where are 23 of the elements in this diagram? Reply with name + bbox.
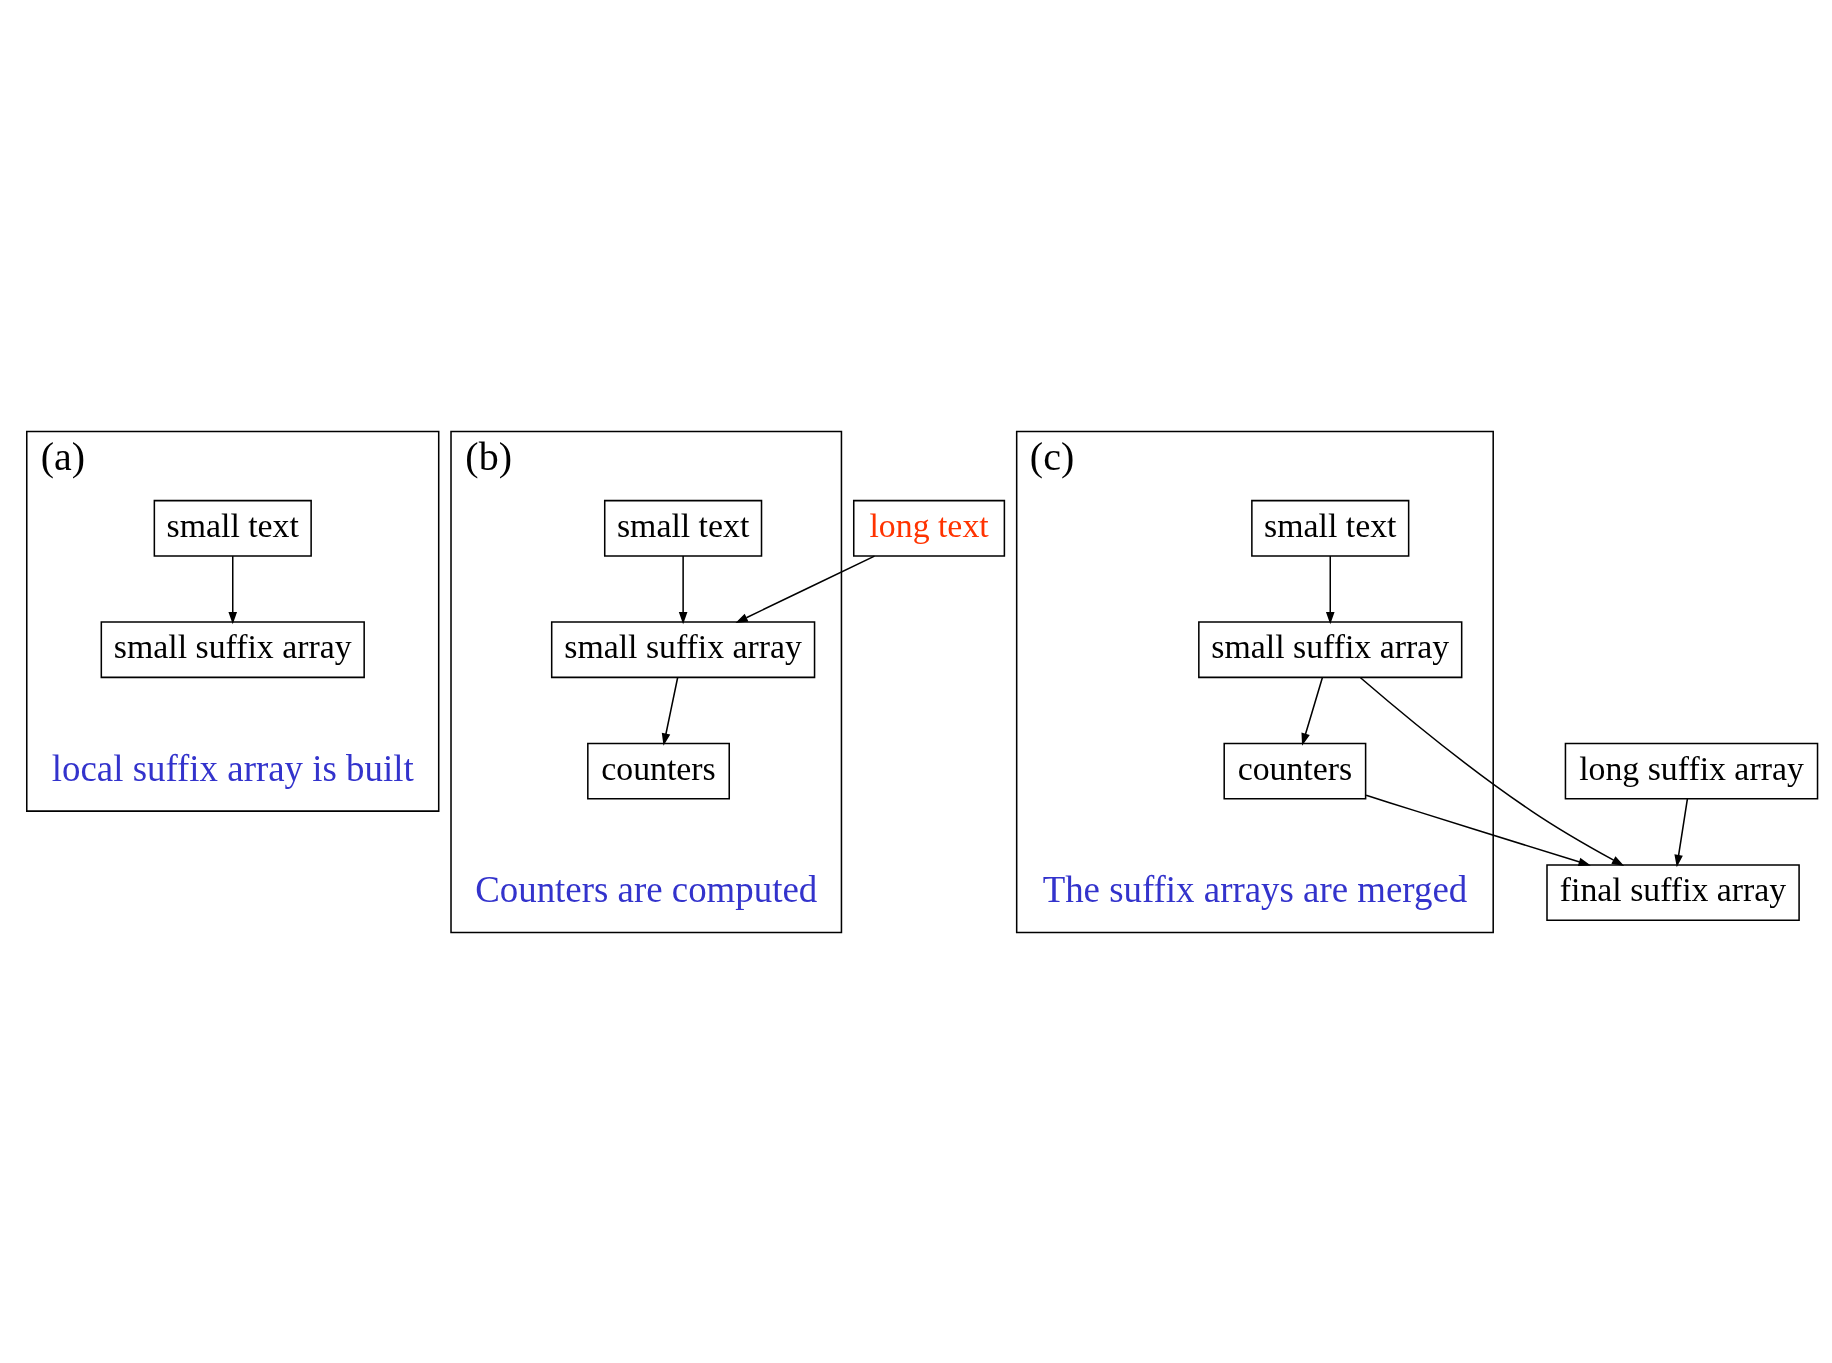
- arrow: [1365, 794, 1591, 866]
- arrow: [1674, 797, 1689, 867]
- node-box: small suffix array: [550, 620, 816, 678]
- node-box: small text: [153, 499, 312, 557]
- arrow: [1325, 554, 1335, 624]
- node-box: counters: [1223, 742, 1367, 800]
- arrow: [678, 554, 688, 624]
- node-box: small suffix array: [1198, 620, 1463, 678]
- arrow: [1359, 676, 1625, 866]
- node-box: small text: [603, 499, 763, 557]
- node-label: The suffix arrays are merged: [1042, 868, 1468, 910]
- node-box: long text: [853, 499, 1006, 557]
- node-box: small suffix array: [100, 620, 365, 678]
- arrow: [1301, 676, 1324, 746]
- node-box: long suffix array: [1564, 742, 1819, 800]
- arrow: [228, 554, 238, 624]
- arrow: [661, 676, 679, 746]
- node-label: local suffix array is built: [51, 747, 414, 789]
- node-box: final suffix array: [1546, 863, 1800, 921]
- node-label: Counters are computed: [475, 868, 818, 910]
- arrow: [735, 554, 876, 623]
- node-box: small text: [1251, 499, 1410, 557]
- node-box: counters: [587, 742, 730, 800]
